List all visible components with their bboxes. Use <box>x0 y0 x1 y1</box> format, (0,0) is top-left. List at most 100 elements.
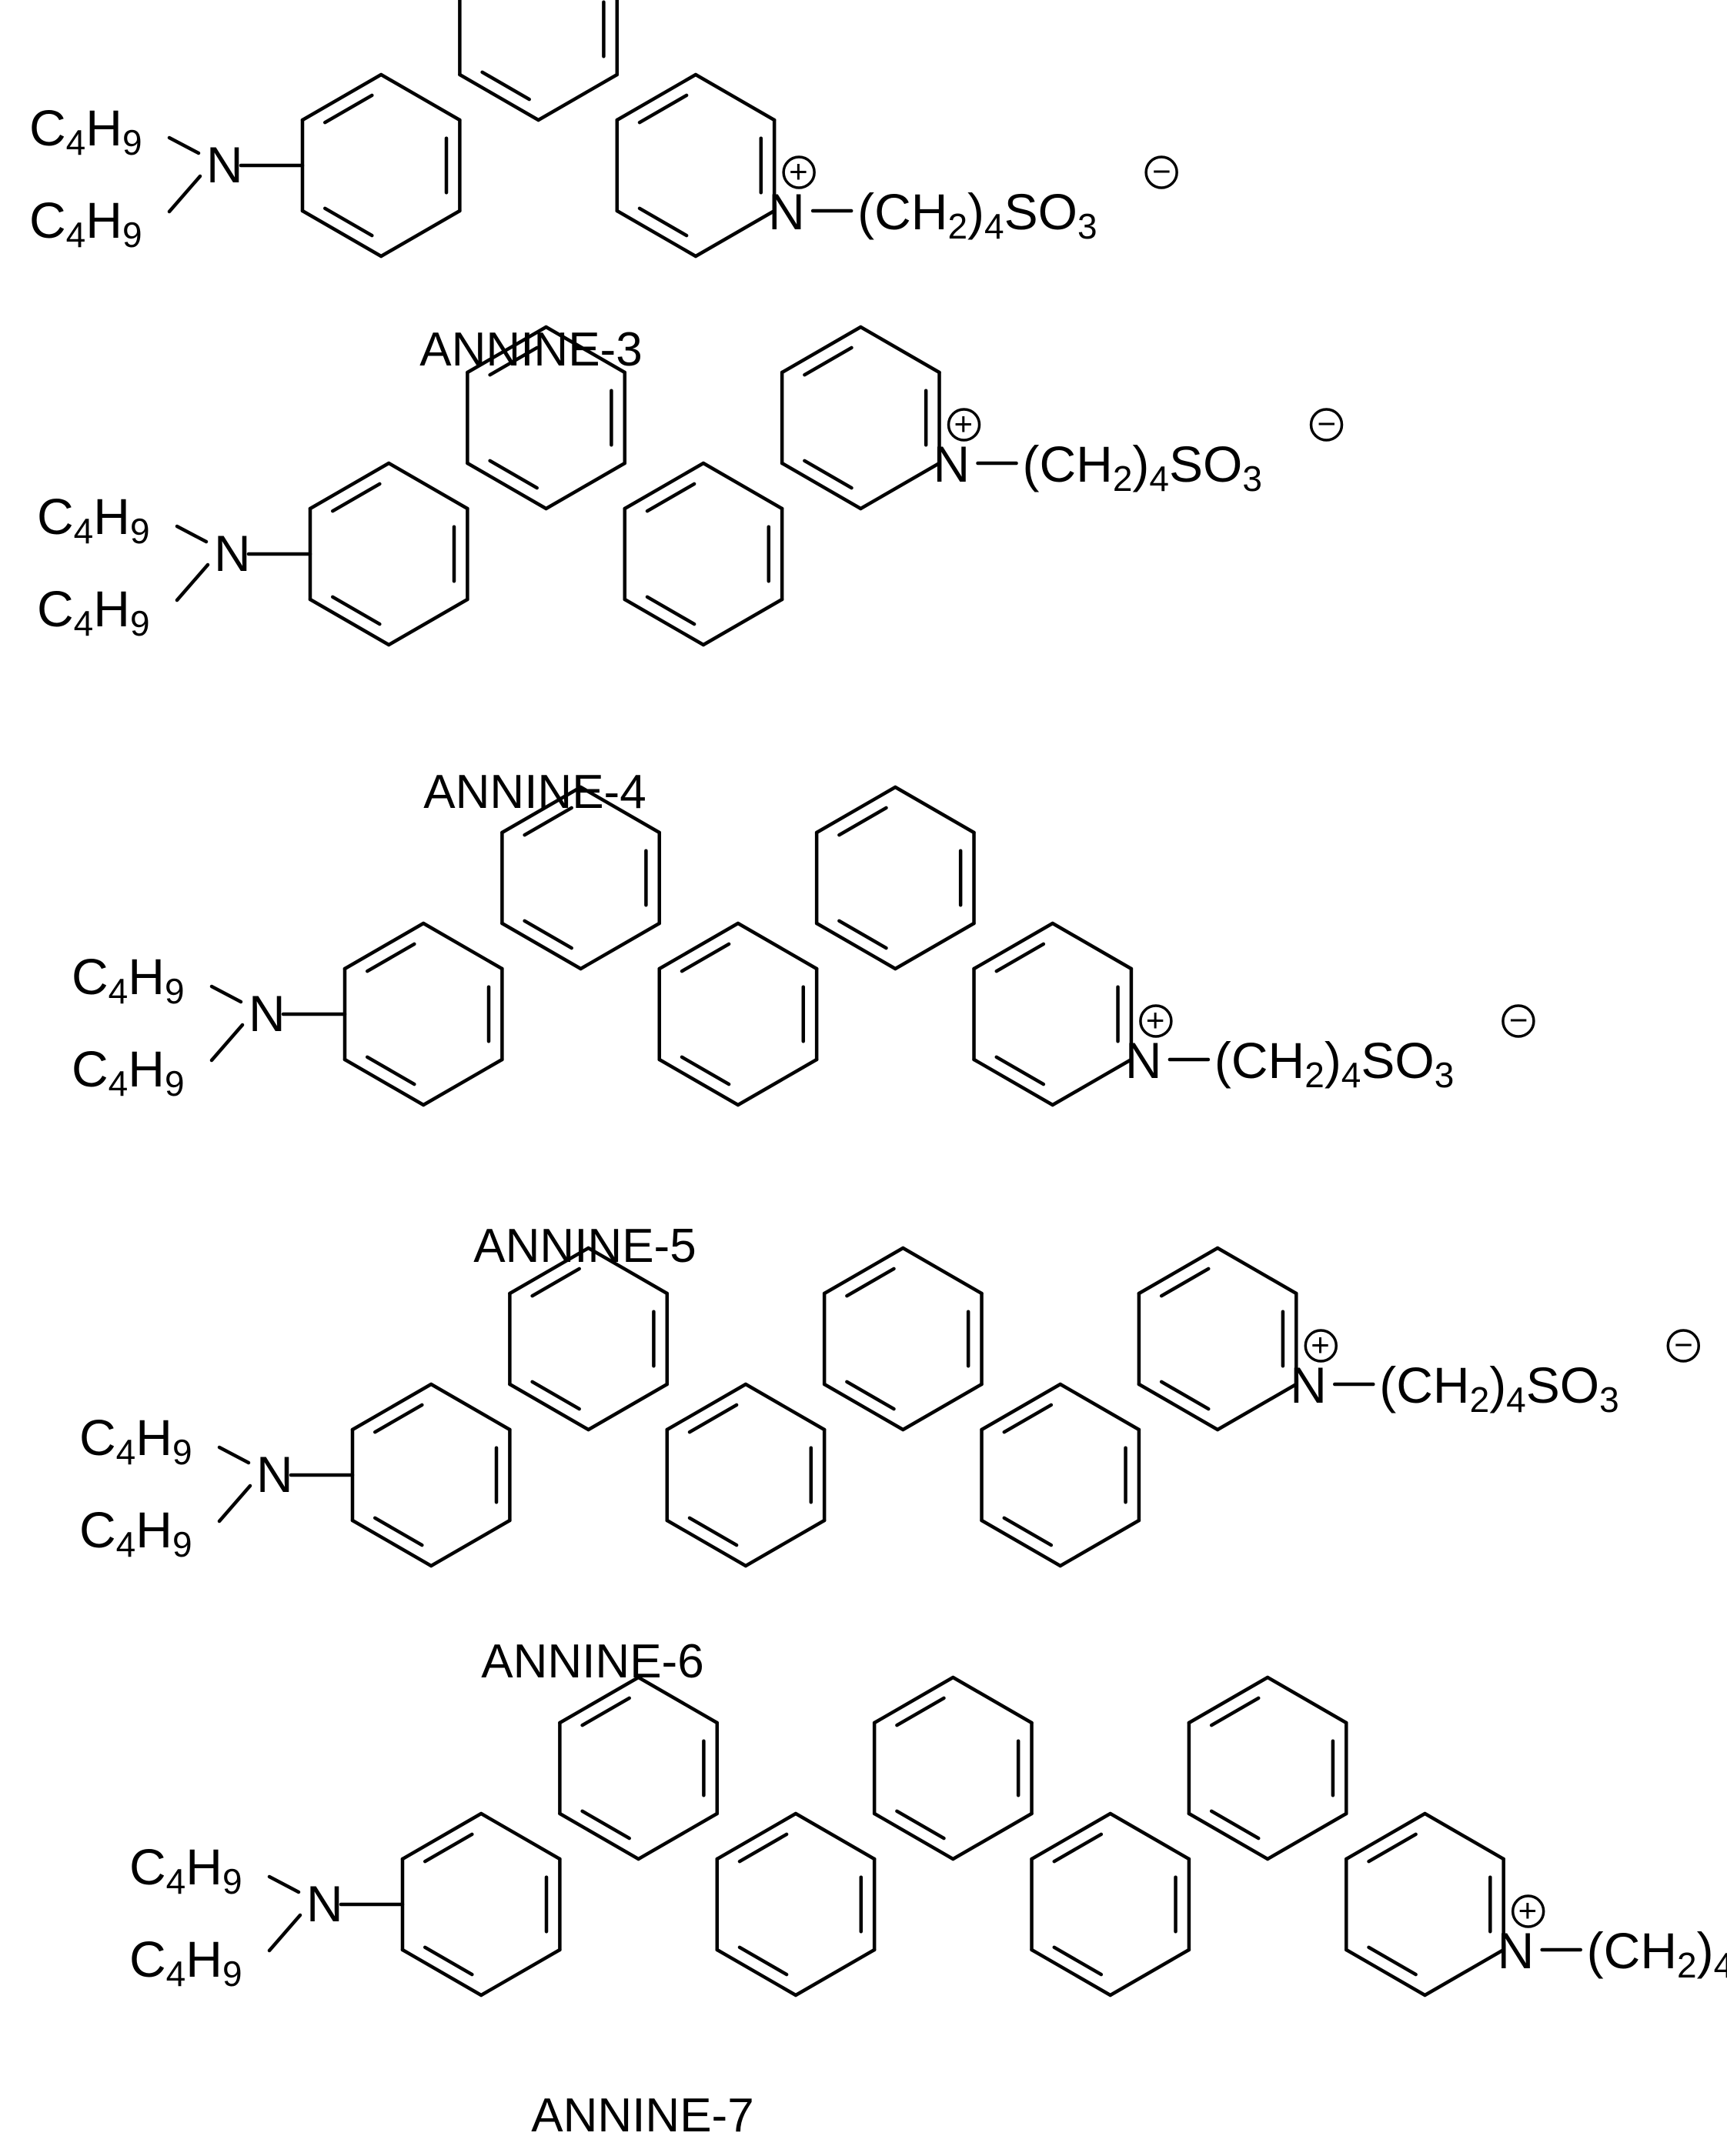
compound-name: ANNINE-4 <box>423 766 646 819</box>
double-bond <box>1052 1945 1104 1977</box>
minus-charge-circle <box>1144 155 1178 189</box>
ring-bond <box>780 325 863 375</box>
ring-bond <box>715 1947 798 1997</box>
double-bond <box>580 1809 631 1841</box>
ring-bond <box>951 1811 1034 1861</box>
ring-bond <box>544 461 627 511</box>
ring-bond <box>780 461 863 511</box>
double-bond <box>1052 1832 1104 1864</box>
plus-charge-circle <box>1511 1894 1545 1928</box>
plus-charge: + <box>1146 1002 1165 1038</box>
ring-bond <box>1265 1675 1348 1725</box>
sulfobutyl-chain: (CH2)4SO3 <box>1214 1032 1454 1095</box>
butyl-group-upper: C4H9 <box>29 99 142 162</box>
double-bond <box>1367 1832 1418 1864</box>
plus-charge-circle <box>1304 1329 1338 1363</box>
ring-bond <box>1345 1947 1427 1997</box>
butyl-group-upper: C4H9 <box>72 948 185 1011</box>
butyl-bond-upper <box>175 524 209 544</box>
ring-bond <box>1187 1811 1270 1861</box>
ring-bond <box>736 1057 819 1107</box>
butyl-group-lower: C4H9 <box>79 1501 192 1564</box>
ring-bond <box>1030 1811 1112 1861</box>
double-bond <box>372 1516 424 1547</box>
ring-bond <box>736 921 819 971</box>
double-bond <box>530 1380 581 1411</box>
minus-charge: − <box>1152 153 1171 189</box>
butyl-bond-lower <box>209 1023 245 1063</box>
ring-bond <box>951 1675 1034 1725</box>
ring-bond <box>901 1246 984 1296</box>
butyl-bond-upper <box>267 1874 301 1894</box>
plus-charge-circle <box>1139 1004 1173 1038</box>
ring-bond <box>479 1947 562 1997</box>
ring-bond <box>1345 1811 1427 1861</box>
ring-bond <box>859 461 941 511</box>
amine-nitrogen: N <box>214 525 251 582</box>
butyl-group-lower: C4H9 <box>129 1931 242 1994</box>
double-bond <box>523 806 573 837</box>
double-bond <box>322 206 374 238</box>
pyridinium-nitrogen: N <box>768 183 805 240</box>
ring-bond <box>859 325 941 375</box>
ring-bond <box>623 461 706 511</box>
ring-bond <box>458 72 540 122</box>
double-bond <box>523 919 573 950</box>
ring-bond <box>500 785 583 835</box>
double-bond <box>322 93 374 125</box>
double-bond <box>994 1055 1046 1086</box>
ring-bond <box>558 1675 640 1725</box>
ring-bond <box>715 1811 798 1861</box>
ring-bond <box>1030 1947 1112 1997</box>
ring-bond <box>615 72 698 122</box>
double-bond <box>637 206 689 238</box>
ring-bond <box>429 1518 512 1568</box>
ring-bond <box>421 1057 504 1107</box>
compound-name: ANNINE-5 <box>473 1220 696 1273</box>
double-bond <box>488 345 539 377</box>
plus-charge-circle <box>782 155 816 189</box>
ring-bond <box>350 1518 433 1568</box>
ring-bond <box>872 1811 955 1861</box>
pyridinium-nitrogen: N <box>934 436 970 492</box>
ring-bond <box>894 921 976 971</box>
butyl-group-upper: C4H9 <box>129 1838 242 1901</box>
double-bond <box>1367 1945 1418 1977</box>
double-bond <box>645 482 696 513</box>
ring-bond <box>500 921 583 971</box>
double-bond <box>1209 1696 1261 1727</box>
amine-nitrogen: N <box>249 985 286 1042</box>
ring-bond <box>558 1811 640 1861</box>
ring-bond <box>814 921 897 971</box>
plus-charge: + <box>954 406 974 442</box>
butyl-group-lower: C4H9 <box>37 580 150 643</box>
ring-bond <box>743 1518 827 1568</box>
minus-charge: − <box>1318 406 1337 442</box>
plus-charge: + <box>1311 1327 1330 1363</box>
ring-bond <box>972 921 1054 971</box>
ring-bond <box>586 1382 670 1432</box>
ring-bond <box>379 72 462 122</box>
ring-bond <box>508 1246 590 1296</box>
butyl-bond-upper <box>167 135 201 155</box>
butyl-bond-lower <box>167 174 202 214</box>
ring-bond <box>793 1811 877 1861</box>
double-bond <box>837 919 888 950</box>
butyl-bond-lower <box>267 1913 302 1953</box>
ring-bond <box>308 461 391 511</box>
ring-bond <box>544 325 627 375</box>
ring-bond <box>615 209 698 259</box>
double-bond <box>895 1809 946 1841</box>
double-bond <box>1159 1267 1211 1298</box>
double-bond <box>330 595 382 626</box>
ring-bond <box>421 921 504 971</box>
ring-bond <box>1215 1246 1298 1296</box>
ring-bond <box>657 921 740 971</box>
double-bond <box>1002 1403 1054 1434</box>
ring-bond <box>350 1382 433 1432</box>
double-bond <box>423 1832 474 1864</box>
ring-bond <box>308 597 391 647</box>
